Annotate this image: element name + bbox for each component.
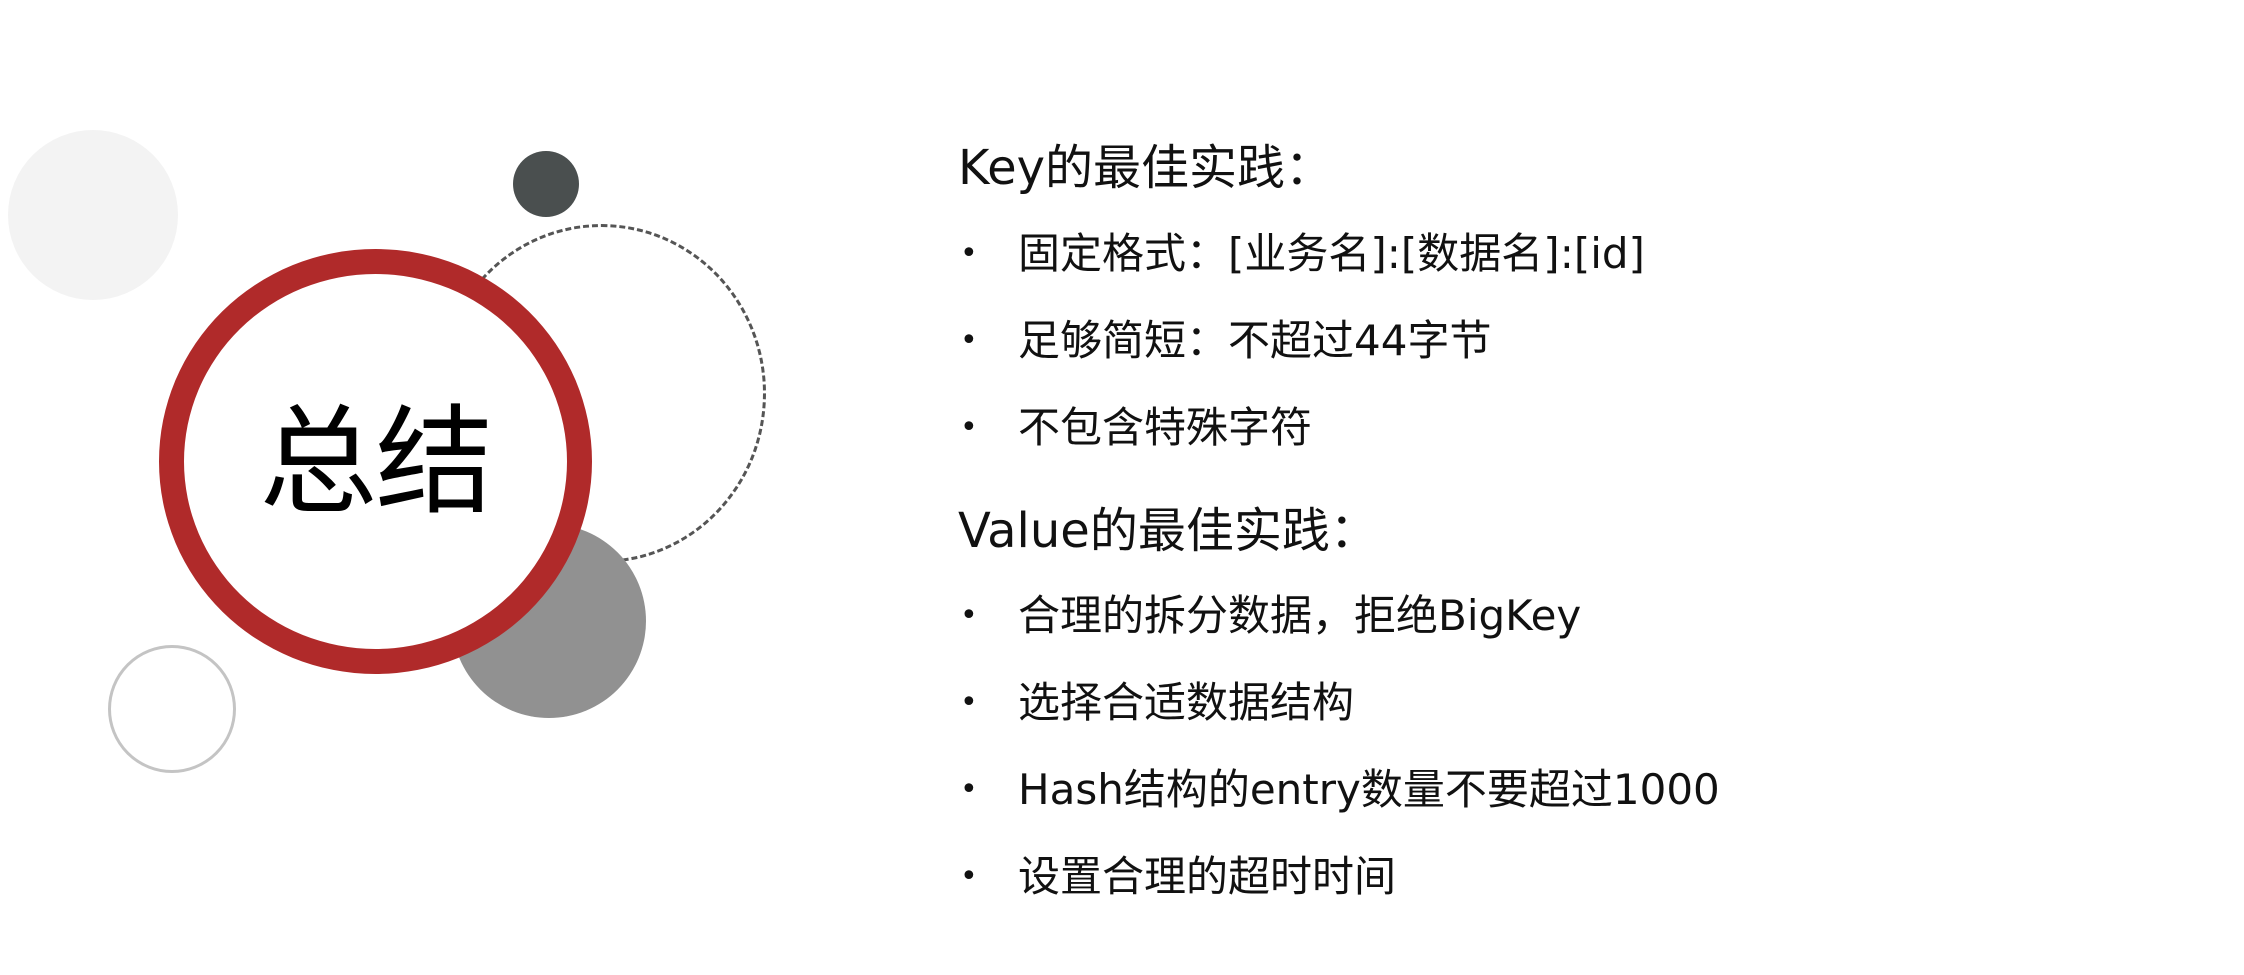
list-item: • 足够简短：不超过44字节 — [958, 297, 2218, 384]
decorative-circle-outline — [108, 645, 236, 773]
list-item-text: 合理的拆分数据，拒绝BigKey — [1018, 591, 1582, 641]
bullet-icon: • — [960, 322, 978, 358]
decorative-circle-light-grey — [8, 130, 178, 300]
list-item-text: 选择合适数据结构 — [1018, 678, 1355, 728]
bullet-icon: • — [960, 598, 978, 634]
value-section-title: Value的最佳实践： — [958, 502, 1378, 559]
list-item: • Hash结构的entry数量不要超过1000 — [958, 746, 2218, 833]
key-section-title: Key的最佳实践： — [958, 140, 1334, 196]
list-item: • 设置合理的超时时间 — [958, 833, 2218, 920]
value-bullet-list: • 合理的拆分数据，拒绝BigKey • 选择合适数据结构 • Hash结构的e… — [958, 572, 2218, 920]
list-item: • 不包含特殊字符 — [958, 384, 2218, 471]
list-item-text: Hash结构的entry数量不要超过1000 — [1018, 765, 1720, 815]
content-area: Key的最佳实践： • 固定格式：[业务名]:[数据名]:[id] • 足够简短… — [958, 140, 2218, 920]
list-item: • 选择合适数据结构 — [958, 659, 2218, 746]
list-item-text: 足够简短：不超过44字节 — [1018, 315, 1492, 365]
bullet-icon: • — [960, 235, 978, 271]
list-item: • 固定格式：[业务名]:[数据名]:[id] — [958, 210, 2218, 297]
bullet-icon: • — [960, 409, 978, 445]
key-bullet-list: • 固定格式：[业务名]:[数据名]:[id] • 足够简短：不超过44字节 •… — [958, 210, 2218, 471]
slide-title: 总结 — [259, 392, 493, 531]
list-item-text: 固定格式：[业务名]:[数据名]:[id] — [1018, 228, 1645, 278]
list-item-text: 设置合理的超时时间 — [1018, 852, 1397, 902]
bullet-icon: • — [960, 685, 978, 721]
bullet-icon: • — [960, 859, 978, 895]
list-item: • 合理的拆分数据，拒绝BigKey — [958, 572, 2218, 659]
list-item-text: 不包含特殊字符 — [1018, 402, 1313, 452]
bullet-icon: • — [960, 772, 978, 808]
decorative-circle-dark — [513, 151, 579, 217]
title-ring: 总结 — [159, 249, 592, 674]
